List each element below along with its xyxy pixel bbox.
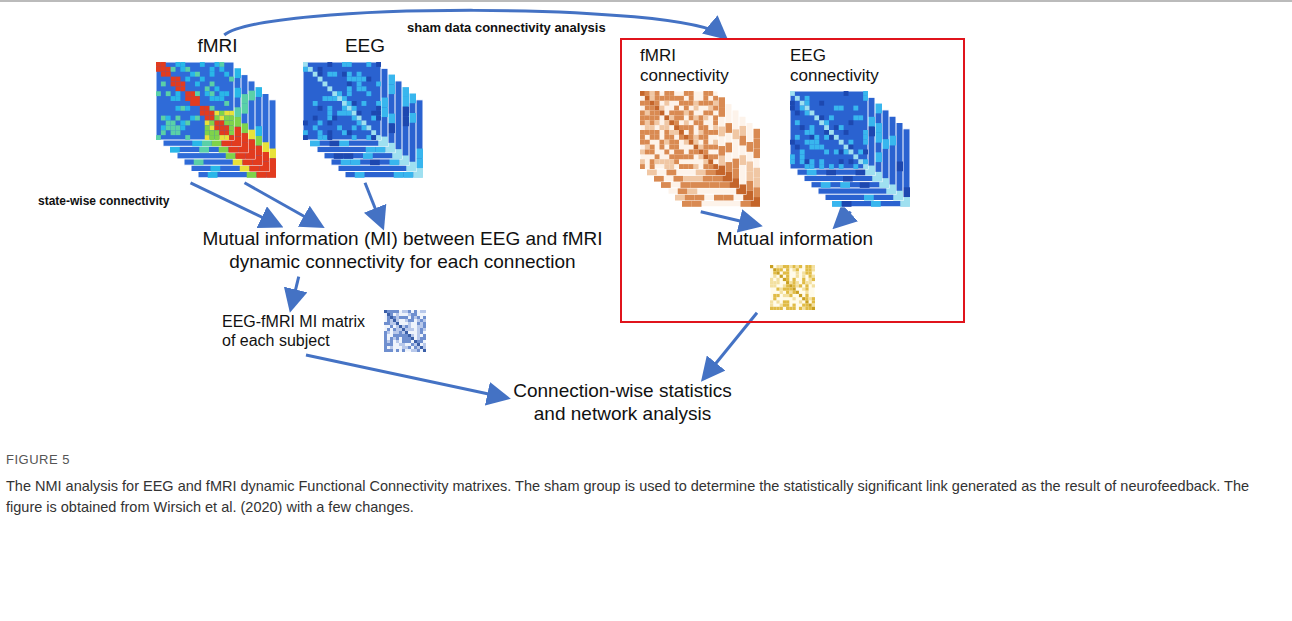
top-rule bbox=[0, 0, 1292, 2]
edge-label: sham data connectivity analysis bbox=[405, 20, 608, 35]
figure-number: FIGURE 5 bbox=[6, 452, 70, 467]
group-box: fMRI connectivity EEG connectivityMutual … bbox=[620, 38, 965, 323]
flow-arrow bbox=[191, 183, 279, 225]
node-label: EEG connectivity bbox=[790, 46, 885, 87]
matrix-stack-figure bbox=[156, 62, 280, 180]
flow-arrow bbox=[701, 212, 757, 225]
node-label: Connection-wise statistics and network a… bbox=[505, 380, 740, 426]
text-node: EEG-fMRI MI matrix of each subject bbox=[222, 310, 432, 352]
flow-arrow bbox=[365, 183, 382, 225]
flow-arrow bbox=[837, 212, 851, 225]
matrix-stack-figure bbox=[640, 91, 764, 209]
flow-arrow bbox=[291, 277, 298, 307]
text-node: Connection-wise statistics and network a… bbox=[505, 380, 740, 426]
node-label: EEG bbox=[300, 35, 430, 58]
node-label: EEG-fMRI MI matrix of each subject bbox=[222, 312, 372, 350]
node-label: Mutual information bbox=[700, 228, 890, 251]
matrix-stack-figure bbox=[303, 62, 427, 180]
sham-mi-matrix-figure bbox=[770, 265, 820, 310]
text-node: Mutual information bbox=[700, 228, 890, 310]
figure-caption: The NMI analysis for EEG and fMRI dynami… bbox=[6, 476, 1276, 518]
node-label: fMRI connectivity bbox=[640, 46, 735, 87]
node-label: Mutual information (MI) between EEG and … bbox=[195, 228, 610, 274]
node-label: fMRI bbox=[150, 35, 285, 58]
flow-arrow bbox=[224, 10, 723, 36]
text-node: Mutual information (MI) between EEG and … bbox=[195, 228, 610, 274]
flow-arrow bbox=[306, 355, 505, 398]
matrix-stack: EEG bbox=[300, 35, 430, 180]
matrix-stack: fMRI bbox=[150, 35, 285, 180]
matrix-stack-figure bbox=[790, 91, 914, 209]
spacer bbox=[0, 445, 1292, 446]
flow-arrow bbox=[245, 183, 320, 225]
edge-label: state-wise connectivity bbox=[36, 194, 171, 208]
mi-matrix-figure bbox=[384, 310, 426, 352]
matrix-stack: EEG connectivity bbox=[790, 46, 925, 209]
matrix-stack: fMRI connectivity bbox=[640, 46, 775, 209]
